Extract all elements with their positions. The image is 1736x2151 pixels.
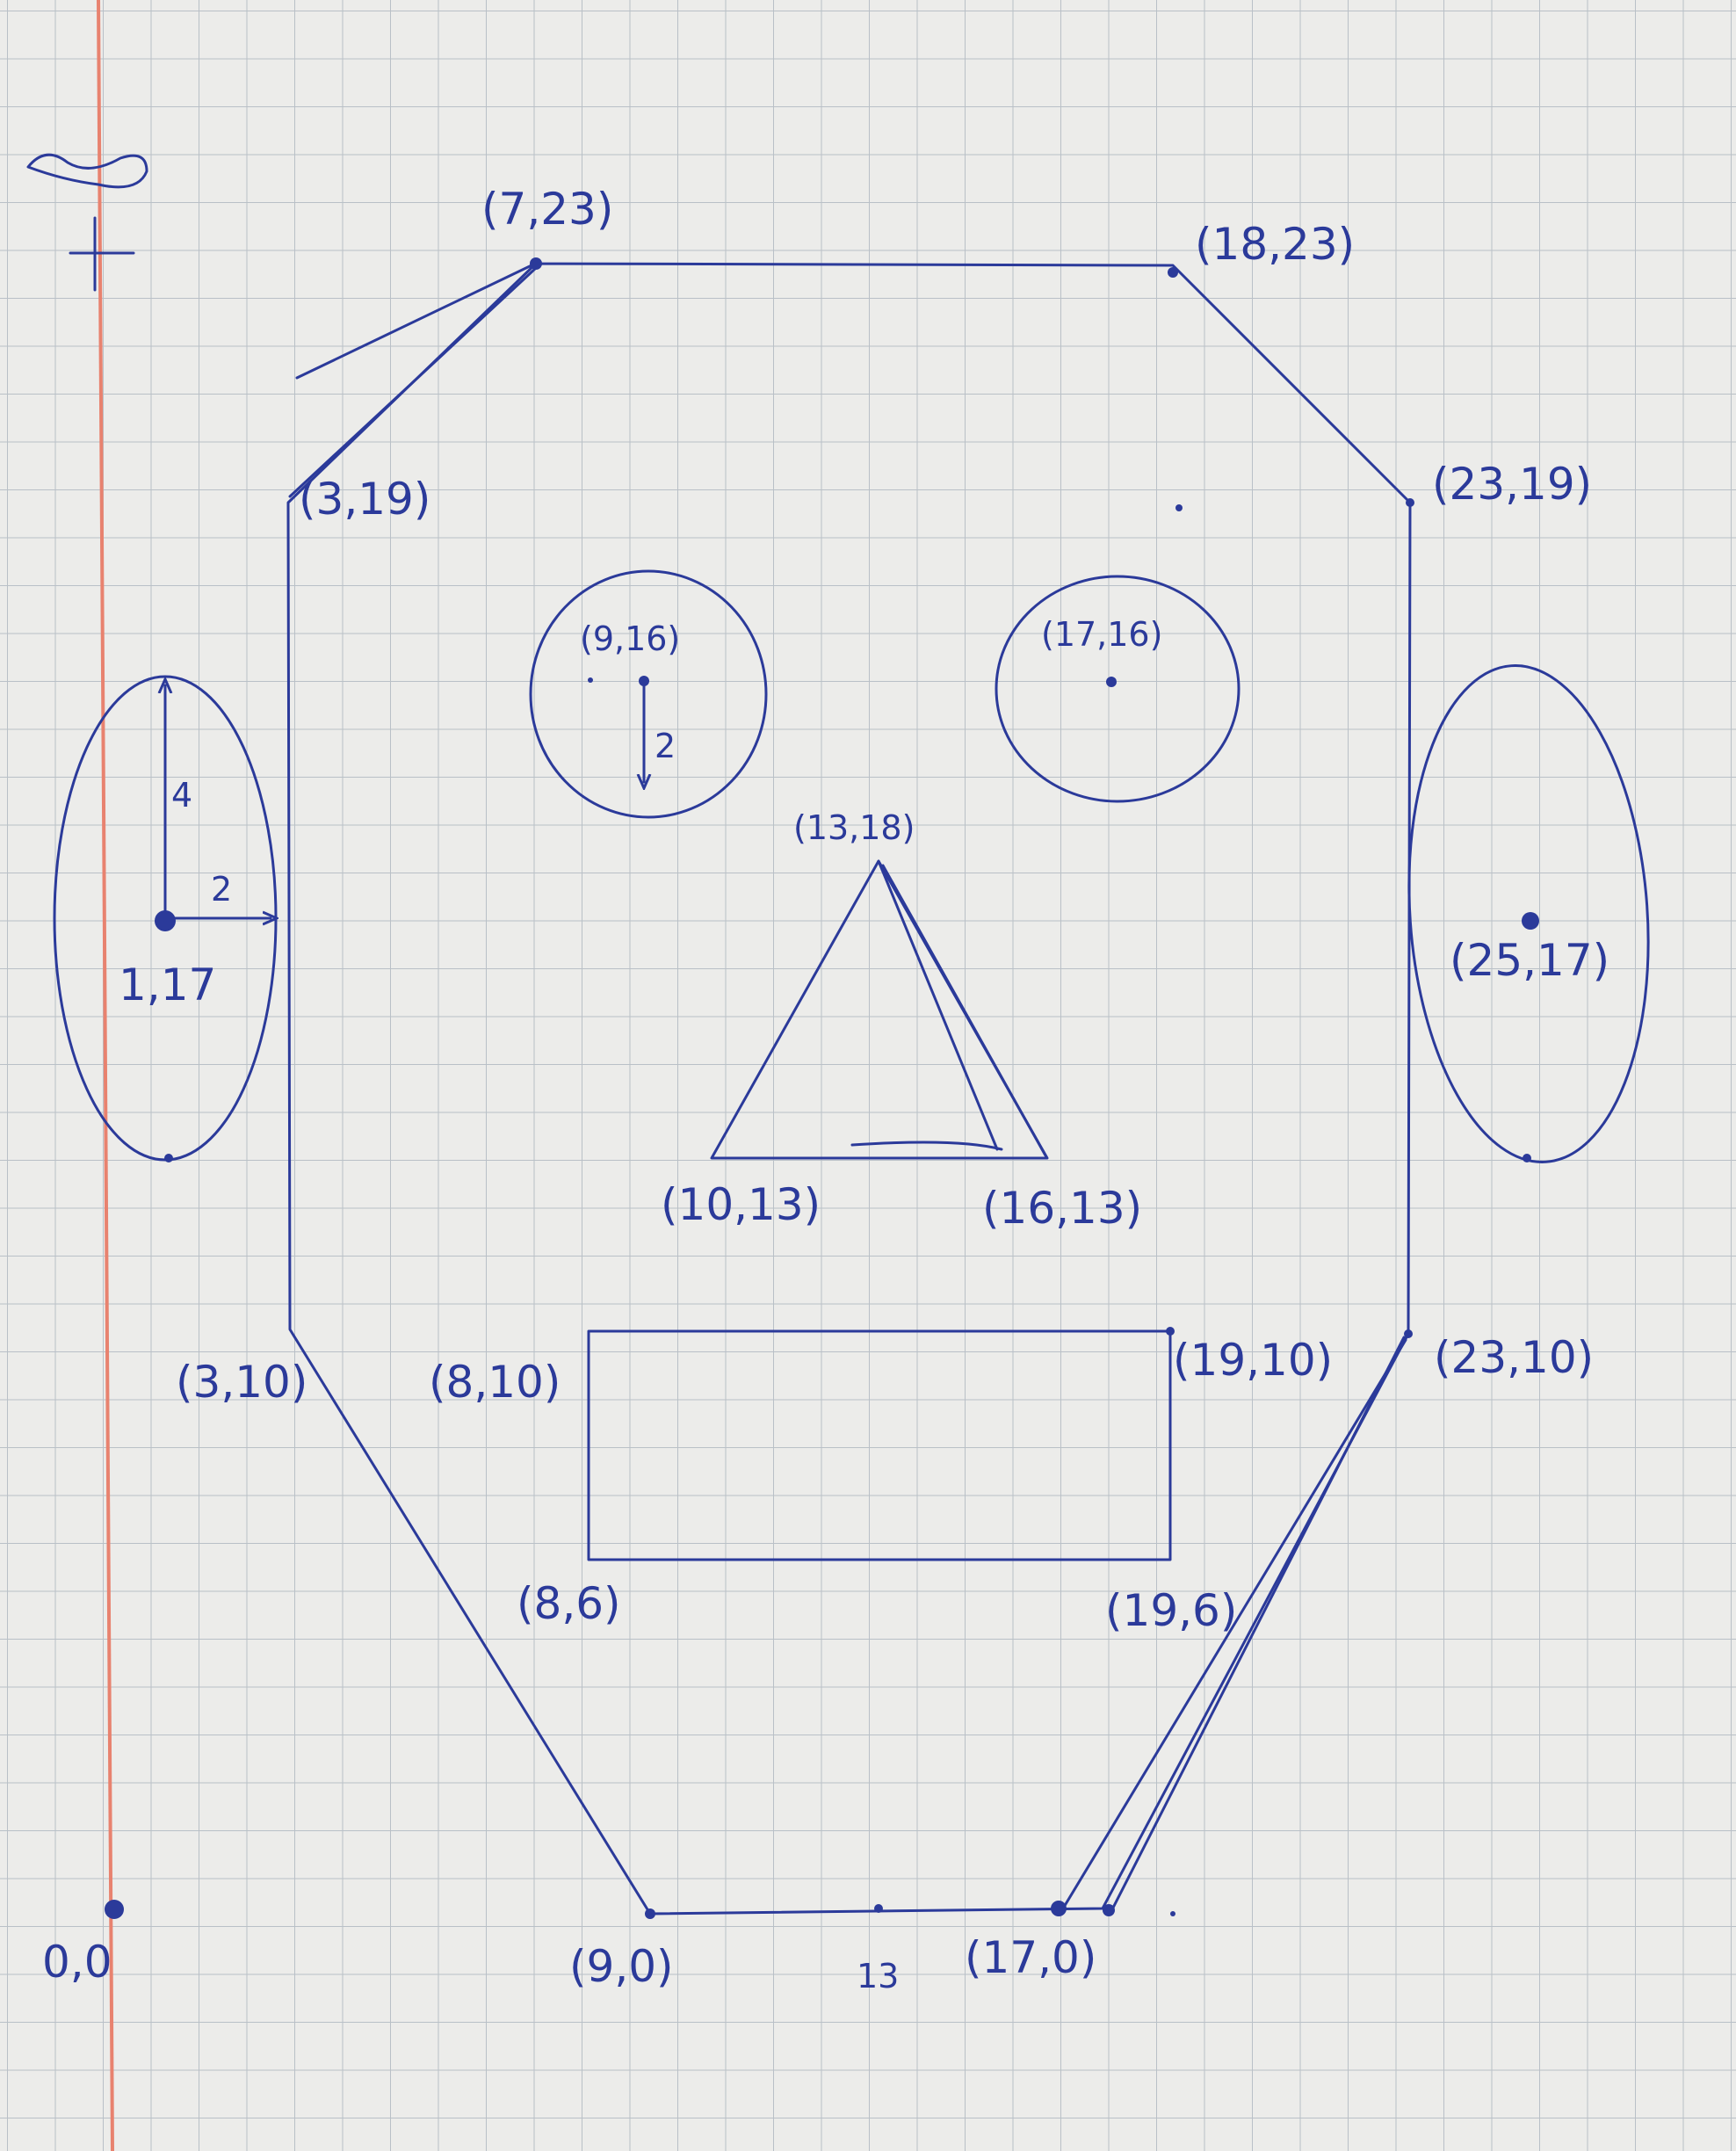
label-3-19: (3,19): [299, 474, 430, 525]
head-outline: [286, 257, 1414, 1919]
label-17-0: (17,0): [965, 1932, 1096, 1983]
margin-marks: [26, 153, 148, 1919]
right-eye: [995, 575, 1241, 803]
label-left-ear-center: 1,17: [119, 960, 216, 1010]
origin-point: [105, 1900, 124, 1919]
chin-extra-stroke-2: [1110, 1336, 1406, 1913]
label-tick-13: 13: [857, 1957, 899, 1995]
label-nose-right: (16,13): [982, 1183, 1142, 1234]
label-eye-radius: 2: [655, 727, 676, 765]
label-mouth-bottom-left: (8,6): [517, 1578, 621, 1629]
mouth-rectangle: [587, 1329, 1172, 1561]
margin-line: [97, 0, 114, 2151]
head-extra-stroke-2: [288, 266, 538, 498]
head-extra-stroke-1: [295, 264, 533, 380]
label-3-10: (3,10): [176, 1357, 307, 1408]
label-18-23: (18,23): [1195, 219, 1355, 270]
label-nose-top: (13,18): [793, 808, 915, 847]
left-eye: [529, 569, 768, 819]
label-nose-left: (10,13): [661, 1179, 821, 1230]
label-9-0: (9,0): [569, 1941, 674, 1992]
nose-triangle: [710, 859, 1049, 1160]
label-left-ear-major: 4: [171, 776, 192, 815]
label-left-eye: (9,16): [580, 619, 680, 658]
label-right-ear-center: (25,17): [1450, 935, 1609, 986]
label-7-23: (7,23): [481, 184, 613, 235]
head-polygon: [286, 262, 1412, 1916]
right-ear: [1407, 664, 1650, 1163]
chin-extra-stroke-1: [1061, 1338, 1407, 1910]
label-23-19: (23,19): [1432, 459, 1592, 510]
label-origin: 0,0: [42, 1937, 112, 1988]
label-mouth-top-right: (19,10): [1173, 1335, 1333, 1386]
label-right-eye: (17,16): [1041, 615, 1162, 654]
left-ear: [53, 675, 276, 1162]
label-left-ear-minor: 2: [211, 870, 232, 909]
label-23-10: (23,10): [1434, 1332, 1594, 1383]
label-mouth-bottom-right: (19,6): [1105, 1585, 1237, 1636]
label-mouth-top-left: (8,10): [429, 1357, 561, 1408]
